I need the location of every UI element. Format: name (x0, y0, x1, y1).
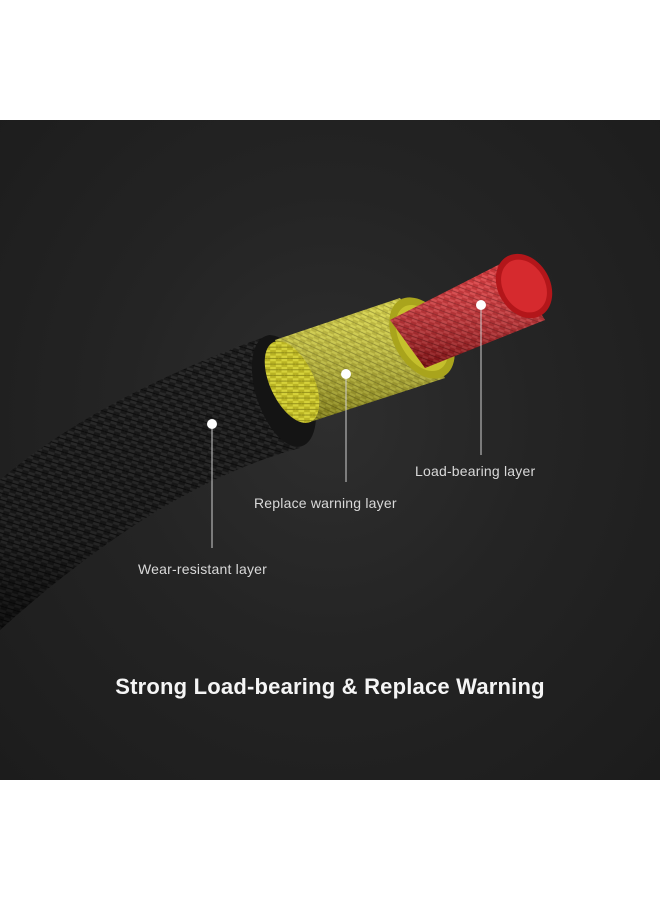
headline: Strong Load-bearing & Replace Warning (115, 674, 545, 699)
callout-wear-resistant (207, 419, 217, 548)
rope-cross-section-illustration (0, 253, 553, 630)
callout-load-bearing (476, 300, 486, 455)
load-bearing-layer-shape (390, 253, 553, 368)
callout-replace-warning (341, 369, 351, 482)
product-image-panel: Load-bearing layer Replace warning layer… (0, 120, 660, 780)
wear-resistant-layer-label: Wear-resistant layer (138, 561, 268, 577)
load-bearing-layer-label: Load-bearing layer (415, 463, 536, 479)
replace-warning-layer-label: Replace warning layer (254, 495, 397, 511)
